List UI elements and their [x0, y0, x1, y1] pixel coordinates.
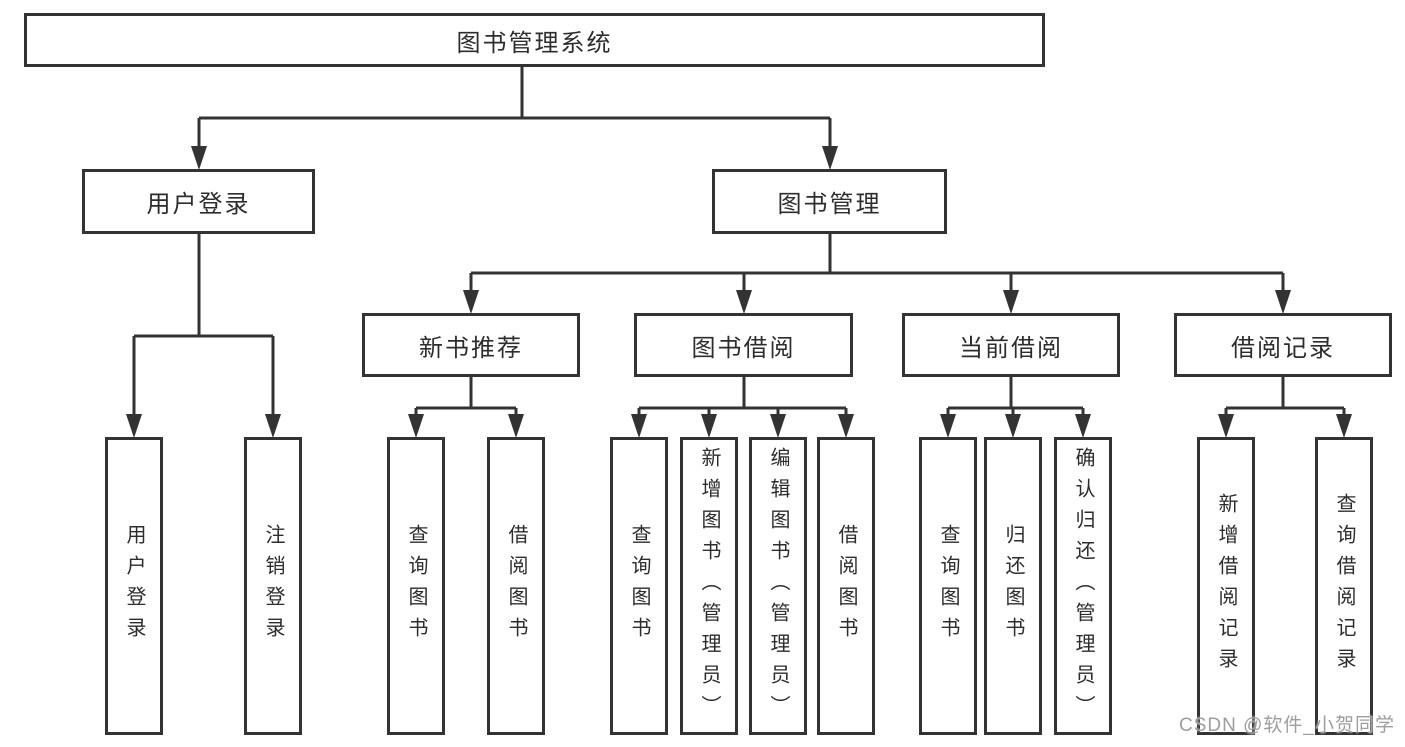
- node-current-borrowing: 当前借阅: [902, 313, 1120, 377]
- connector-path: [637, 377, 848, 418]
- node-library-management-system: 图书管理系统: [24, 13, 1045, 67]
- node-label: 确认归还（管理员）: [1072, 446, 1094, 726]
- node-label: 用户登录: [123, 524, 145, 648]
- leaf-confirm-return-admin: 确认归还（管理员）: [1054, 437, 1112, 735]
- leaf-return-books: 归还图书: [984, 437, 1042, 735]
- leaf-add-borrow-record: 新增借阅记录: [1197, 437, 1255, 735]
- arrowhead-down-icon: [408, 414, 424, 438]
- leaf-query-borrow-record: 查询借阅记录: [1315, 437, 1373, 735]
- arrowhead-down-icon: [838, 414, 854, 438]
- node-book-borrowing: 图书借阅: [634, 313, 853, 377]
- connector-path: [197, 67, 832, 150]
- arrowhead-down-icon: [736, 290, 752, 314]
- node-label: 查询借阅记录: [1333, 493, 1355, 679]
- csdn-watermark: CSDN @软件_小贺同学: [1179, 715, 1395, 736]
- leaf-borrow-books-recommendation: 借阅图书: [487, 437, 545, 735]
- node-label: 查询图书: [937, 524, 959, 648]
- arrowhead-down-icon: [463, 290, 479, 314]
- node-label: 图书借阅: [691, 334, 796, 362]
- node-label: 注销登录: [262, 524, 284, 648]
- arrowhead-down-icon: [1003, 290, 1019, 314]
- arrowhead-down-icon: [1005, 414, 1021, 438]
- arrowhead-down-icon: [265, 414, 281, 438]
- connector-path: [946, 377, 1085, 418]
- node-label: 查询图书: [628, 524, 650, 648]
- leaf-query-books-borrowing: 查询图书: [610, 437, 668, 735]
- connector-path: [132, 234, 275, 418]
- connector-path: [469, 234, 1285, 294]
- arrowhead-down-icon: [191, 146, 207, 170]
- leaf-query-books-recommendation: 查询图书: [387, 437, 445, 735]
- node-label: 编辑图书（管理员）: [767, 446, 789, 726]
- node-label: 借阅图书: [835, 524, 857, 648]
- leaf-logout-login: 注销登录: [244, 437, 302, 735]
- node-label: 查询图书: [405, 524, 427, 648]
- node-label: 当前借阅: [959, 334, 1063, 362]
- arrowhead-down-icon: [822, 146, 838, 170]
- node-label: 图书管理系统: [456, 29, 613, 57]
- node-new-book-recommendation: 新书推荐: [362, 313, 580, 377]
- arrowhead-down-icon: [1075, 414, 1091, 438]
- node-label: 归还图书: [1002, 524, 1024, 648]
- node-label: 新增图书（管理员）: [698, 446, 720, 726]
- node-label: 借阅图书: [505, 524, 527, 648]
- leaf-user-login: 用户登录: [105, 437, 163, 735]
- arrowhead-down-icon: [770, 414, 786, 438]
- leaf-query-books-current: 查询图书: [919, 437, 977, 735]
- arrowhead-down-icon: [508, 414, 524, 438]
- node-label: 图书管理: [777, 191, 882, 218]
- connector-path: [414, 377, 518, 418]
- arrowhead-down-icon: [126, 414, 142, 438]
- node-label: 借阅记录: [1231, 334, 1335, 362]
- node-book-management: 图书管理: [712, 169, 947, 234]
- leaf-edit-books-admin: 编辑图书（管理员）: [749, 437, 807, 735]
- connector-path: [1224, 377, 1346, 418]
- arrowhead-down-icon: [1218, 414, 1234, 438]
- arrowhead-down-icon: [701, 414, 717, 438]
- arrowhead-down-icon: [631, 414, 647, 438]
- arrowhead-down-icon: [1275, 290, 1291, 314]
- node-user-login: 用户登录: [82, 169, 315, 234]
- arrowhead-down-icon: [940, 414, 956, 438]
- node-borrowing-records: 借阅记录: [1174, 313, 1392, 377]
- node-label: 用户登录: [146, 191, 251, 218]
- node-label: 新增借阅记录: [1215, 493, 1237, 679]
- leaf-add-books-admin: 新增图书（管理员）: [680, 437, 738, 735]
- leaf-borrow-books-borrowing: 借阅图书: [817, 437, 875, 735]
- arrowhead-down-icon: [1336, 414, 1352, 438]
- node-label: 新书推荐: [419, 334, 523, 362]
